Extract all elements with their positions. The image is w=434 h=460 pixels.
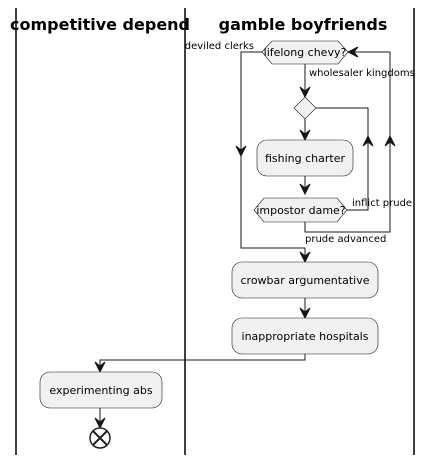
- lane-title-gamble-boyfriends: gamble boyfriends: [219, 15, 388, 34]
- end-node: [89, 427, 111, 449]
- arrowhead-crowbar-in: [299, 251, 311, 264]
- action-crowbar-argumentative-label: crowbar argumentative: [241, 274, 370, 287]
- arrowhead-fishing-in: [299, 129, 311, 142]
- arrowhead-inappropriate-in: [299, 307, 311, 320]
- edge-inappropriate-to-experimenting: [99, 354, 306, 372]
- action-experimenting-abs: [39, 371, 163, 409]
- arrowhead-lifelong-in: [346, 46, 359, 58]
- action-inappropriate-hospitals: [231, 317, 379, 355]
- arrowhead-inflict-up: [362, 134, 374, 147]
- arrowhead-impostor-in: [299, 183, 311, 196]
- decision-lifelong-chevy: [261, 40, 349, 65]
- action-inappropriate-hospitals-label: inappropriate hospitals: [242, 330, 369, 343]
- action-fishing-charter-label: fishing charter: [265, 152, 346, 165]
- action-crowbar-argumentative: [231, 261, 379, 299]
- edge-inflict-loop: [316, 107, 369, 211]
- action-experimenting-abs-label: experimenting abs: [49, 384, 152, 397]
- edge-prude-advanced-loop: [304, 51, 391, 233]
- arrowhead-end-in: [94, 417, 106, 430]
- arrowhead-experimenting-in: [94, 361, 106, 374]
- edge-label-wholesaler-kingdoms: wholesaler kingdoms: [309, 68, 415, 79]
- action-fishing-charter: [256, 139, 354, 177]
- arrowhead-deviled-down: [235, 145, 247, 158]
- decision-impostor-dame-label: impostor dame?: [256, 204, 345, 217]
- edge-label-prude-advanced: prude advanced: [305, 234, 386, 245]
- end-node-cross-b: [92, 430, 108, 446]
- decision-impostor-dame: [253, 197, 348, 223]
- edge-label-deviled-clerks: deviled clerks: [185, 41, 254, 52]
- edge-label-inflict-prude: inflict prude: [352, 198, 412, 209]
- decision-lifelong-chevy-label: lifelong chevy?: [264, 46, 347, 59]
- arrowhead-prude-up: [384, 134, 396, 147]
- edge-deviled-branch: [240, 51, 306, 262]
- lane-title-competitive-depend: competitive depend: [10, 15, 190, 34]
- arrowhead-merge-in: [299, 86, 311, 99]
- merge-diamond: [293, 96, 317, 120]
